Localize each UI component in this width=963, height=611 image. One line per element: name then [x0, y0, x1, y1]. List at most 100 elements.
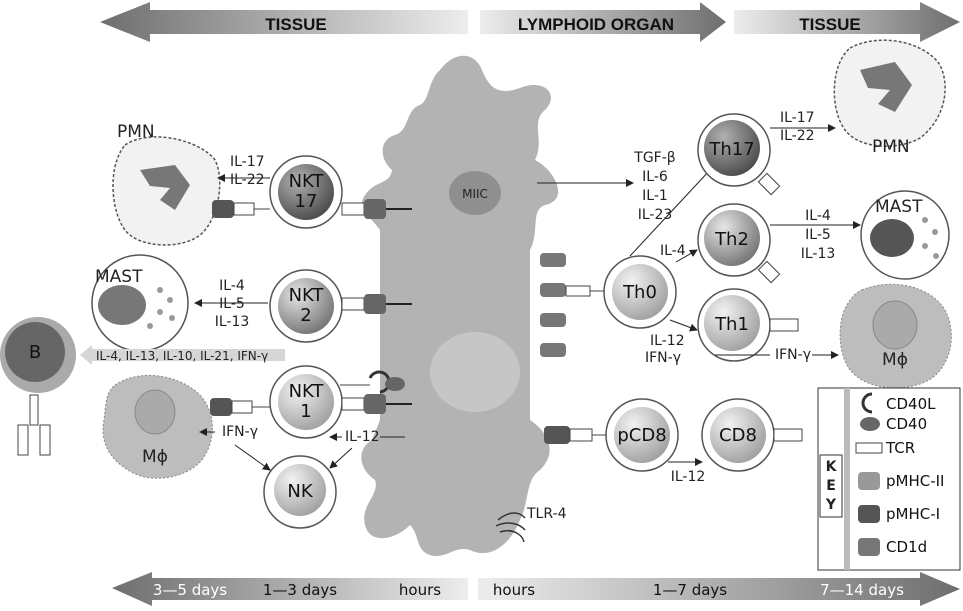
th0-cell: Th0	[603, 255, 677, 329]
tissue-right-label: TISSUE	[799, 15, 860, 34]
bottom-right-arrow	[478, 572, 960, 606]
key-cd40l-label: CD40L	[886, 395, 936, 413]
ifng-to-nk-arrow	[234, 444, 271, 471]
nkt2-label-b: 2	[300, 305, 311, 326]
days-7-14-label: 7—14 days	[820, 581, 904, 599]
th2-il4-out-label: IL-4	[805, 208, 831, 224]
nkt1-cell: NKT 1	[269, 365, 343, 439]
nkt1-il12-label: IL-12	[345, 429, 380, 445]
bottom-time-bar: 3—5 days 1—3 days hours hours 1—7 days 7…	[112, 572, 960, 606]
nkt2-il13-label: IL-13	[215, 314, 250, 330]
legend-key: K E Y CD40L CD40 TCR pMHC-II pMHC-I CD1d	[817, 387, 961, 571]
il12-to-nk-arrow	[329, 447, 353, 469]
key-title-e: E	[826, 478, 836, 494]
nkt2-nucleus	[278, 278, 334, 334]
nkt1-ifng-label: IFN-γ	[222, 424, 258, 440]
miic-vesicle	[449, 171, 501, 215]
nkt17-receptor-right	[341, 199, 412, 219]
days-1-7-label: 1—7 days	[653, 581, 727, 599]
key-pmhc1-label: pMHC-I	[886, 505, 940, 523]
key-cd40-label: CD40	[886, 415, 927, 433]
mast-left-label: MAST	[95, 267, 143, 287]
key-tcr-label: TCR	[885, 439, 915, 457]
days-3-5-label: 3—5 days	[153, 581, 227, 599]
th17-il23-label: IL-23	[638, 207, 673, 223]
mast-left-nucleus	[98, 285, 146, 325]
th1-ifng-out-label: IFN-γ	[775, 347, 811, 363]
hours-right-label: hours	[493, 581, 535, 599]
cd8-label: CD8	[719, 425, 757, 446]
pmn-right-label: PMN	[872, 137, 910, 157]
cd8-il12-label: IL-12	[671, 469, 706, 485]
dc-right-receptors	[540, 253, 606, 444]
cd8-nucleus	[710, 407, 766, 463]
mast-right-nucleus	[870, 219, 914, 257]
tissue-left-label: TISSUE	[265, 15, 326, 34]
pmhc1-icon	[858, 505, 880, 523]
hours-left-label: hours	[399, 581, 441, 599]
pcd8-nucleus	[614, 407, 670, 463]
nk-label: NK	[287, 481, 313, 502]
pcd8-label: pCD8	[617, 425, 666, 446]
nk-nucleus	[274, 464, 326, 516]
key-title-y: Y	[825, 497, 837, 513]
key-cd1d-label: CD1d	[886, 538, 927, 556]
pmn-left-cell: PMN	[112, 122, 221, 246]
tlr4-label: TLR-4	[526, 506, 567, 522]
cd8-cell: CD8	[701, 398, 803, 472]
macrophage-left-nucleus	[134, 389, 176, 435]
days-1-3-label: 1—3 days	[263, 581, 337, 599]
key-pmhc2-label: pMHC-II	[886, 472, 944, 490]
th2-label: Th2	[714, 229, 749, 250]
b-cell-nucleus	[5, 322, 65, 382]
macrophage-right-cell: Mϕ	[839, 283, 952, 389]
macrophage-left-label: Mϕ	[142, 447, 168, 467]
th1-ifng-in-label: IFN-γ	[645, 350, 681, 366]
dendritic-cell: MIIC TLR-4	[361, 55, 567, 557]
nkt1-label-a: NKT	[289, 381, 325, 402]
th1-nucleus	[704, 295, 760, 351]
b-cytokine-arrow	[80, 345, 285, 365]
tcr-icon	[855, 442, 883, 454]
th17-nucleus	[704, 120, 760, 176]
b-cytokines-label: IL-4, IL-13, IL-10, IL-21, IFN-γ	[96, 349, 268, 363]
dc-nucleus	[430, 332, 520, 412]
nkt2-receptor	[341, 294, 412, 314]
cd40l-icon	[861, 392, 873, 414]
lymphoid-organ-arrow	[480, 2, 726, 42]
nkt17-cell: NKT 17	[269, 155, 343, 229]
th2-cell: Th2	[697, 203, 781, 284]
cd40l-cd40-pair	[368, 370, 391, 394]
tissue-right-arrow	[734, 2, 960, 42]
lymphoid-organ-label: LYMPHOID ORGAN	[518, 15, 674, 34]
th17-il1-label: IL-1	[642, 188, 668, 204]
nkt17-receptor-left	[212, 200, 270, 218]
nkt1-receptor-left	[210, 398, 270, 416]
pmn-left-nucleus	[140, 165, 190, 210]
pmhc2-icon	[858, 472, 880, 490]
th2-il13-out-label: IL-13	[801, 246, 836, 262]
th17-tgfb-label: TGF-β	[633, 150, 675, 166]
pmn-right-nucleus	[860, 62, 912, 112]
b-cell-label: B	[29, 342, 41, 363]
th0-label: Th0	[622, 282, 657, 303]
tlr4-receptor	[495, 512, 526, 543]
th17-il22-out-label: IL-22	[780, 128, 815, 144]
nkt1-receptor-right	[340, 370, 412, 414]
th1-cell: Th1	[697, 288, 799, 362]
mast-right-cell: MAST	[860, 190, 950, 280]
nkt2-cell: NKT 2	[269, 269, 343, 343]
pmn-left-label: PMN	[117, 122, 155, 142]
macrophage-left-cell: Mϕ	[102, 374, 213, 479]
top-time-bar: TISSUE LYMPHOID ORGAN TISSUE	[100, 2, 960, 42]
th0-to-th17-link	[629, 169, 711, 257]
nkt17-label-b: 17	[295, 191, 318, 212]
pmn-right-cell: PMN	[833, 39, 946, 157]
th1-label: Th1	[714, 314, 749, 335]
b-cell-antibody	[17, 394, 51, 456]
b-cell: B	[0, 317, 76, 456]
nk-cell: NK	[263, 455, 337, 529]
th0-nucleus	[612, 264, 668, 320]
th0-to-th2-arrow	[675, 249, 698, 263]
